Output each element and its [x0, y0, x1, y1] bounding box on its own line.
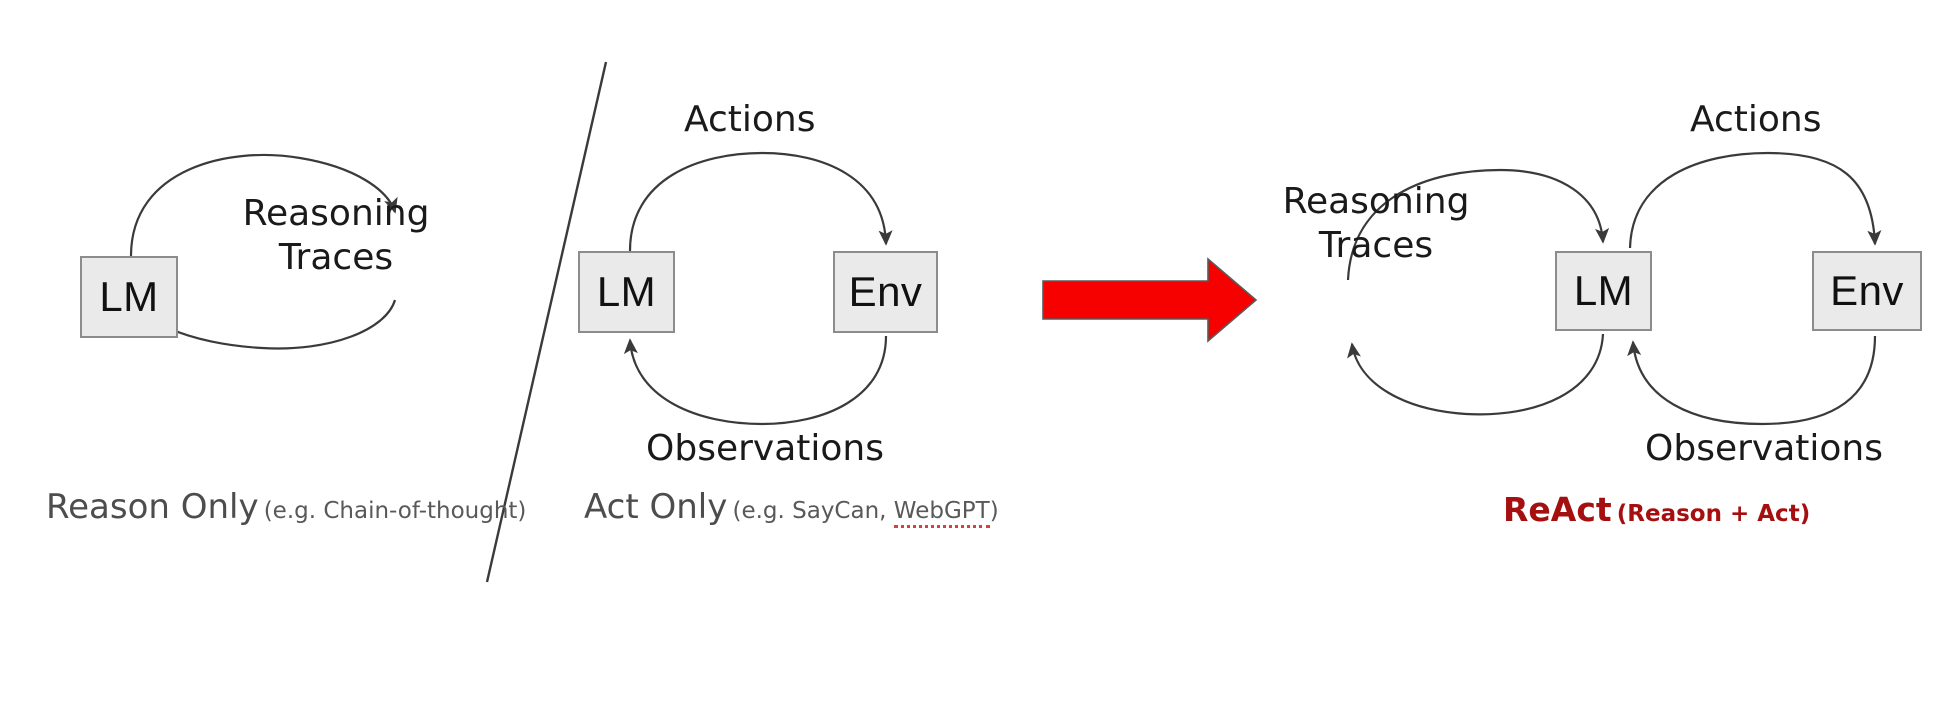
panel2-actions-loop	[628, 151, 893, 252]
panel3-lm-label: LM	[1573, 267, 1634, 314]
panel3-reasoning-traces-line2: Traces	[1318, 224, 1434, 266]
panel3-observations-loop	[1627, 335, 1877, 426]
panel2-observations-text: Observations	[646, 428, 884, 469]
panel3-reasoning-traces-line1: Reasoning	[1282, 181, 1470, 222]
panel3-caption: ReAct (Reason + Act)	[1503, 490, 1810, 529]
panel1-caption: Reason Only (e.g. Chain-of-thought)	[46, 487, 526, 527]
panel3-env-node[interactable]: Env	[1812, 251, 1922, 331]
panel3-caption-sub: (Reason + Act)	[1616, 501, 1811, 527]
panel2-observations-loop	[623, 335, 888, 426]
panel2-caption-sub-prefix: (e.g. SayCan,	[732, 498, 894, 524]
panel3-lm-node[interactable]: LM	[1555, 251, 1652, 331]
panel2-observations-label: Observations	[646, 428, 884, 469]
panel2-env-node[interactable]: Env	[833, 251, 938, 333]
panel3-actions-label: Actions	[1690, 99, 1822, 140]
panel2-actions-text: Actions	[684, 99, 816, 140]
panel1-lm-node[interactable]: LM	[80, 256, 178, 338]
panel2-env-label: Env	[848, 268, 923, 315]
panel1-caption-main: Reason Only	[46, 487, 259, 527]
panel1-caption-sub: (e.g. Chain-of-thought)	[263, 498, 527, 524]
panel3-actions-loop	[1628, 151, 1882, 249]
panel2-caption-misspelled-word: WebGPT	[893, 498, 990, 528]
panel2-lm-label: LM	[596, 268, 657, 315]
panel3-observations-text: Observations	[1645, 428, 1883, 469]
panel3-actions-text: Actions	[1690, 99, 1822, 140]
panel1-reasoning-traces-label: Reasoning Traces	[236, 192, 436, 280]
panel1-reasoning-traces-line2: Traces	[278, 236, 394, 278]
red-right-arrow	[1042, 257, 1258, 343]
panel2-caption: Act Only (e.g. SayCan, WebGPT)	[584, 487, 999, 528]
panel2-actions-label: Actions	[684, 99, 816, 140]
panel2-caption-main: Act Only	[584, 487, 728, 527]
panel3-observations-label: Observations	[1645, 428, 1883, 469]
panel1-lm-label: LM	[99, 273, 159, 320]
panel2-lm-node[interactable]: LM	[578, 251, 675, 333]
panel3-caption-main: ReAct	[1503, 490, 1612, 529]
panel1-reasoning-traces-line1: Reasoning	[242, 193, 430, 234]
panel3-reasoning-traces-label: Reasoning Traces	[1271, 180, 1481, 268]
panel3-env-label: Env	[1830, 267, 1904, 314]
panel2-caption-sub-suffix: )	[989, 498, 999, 524]
